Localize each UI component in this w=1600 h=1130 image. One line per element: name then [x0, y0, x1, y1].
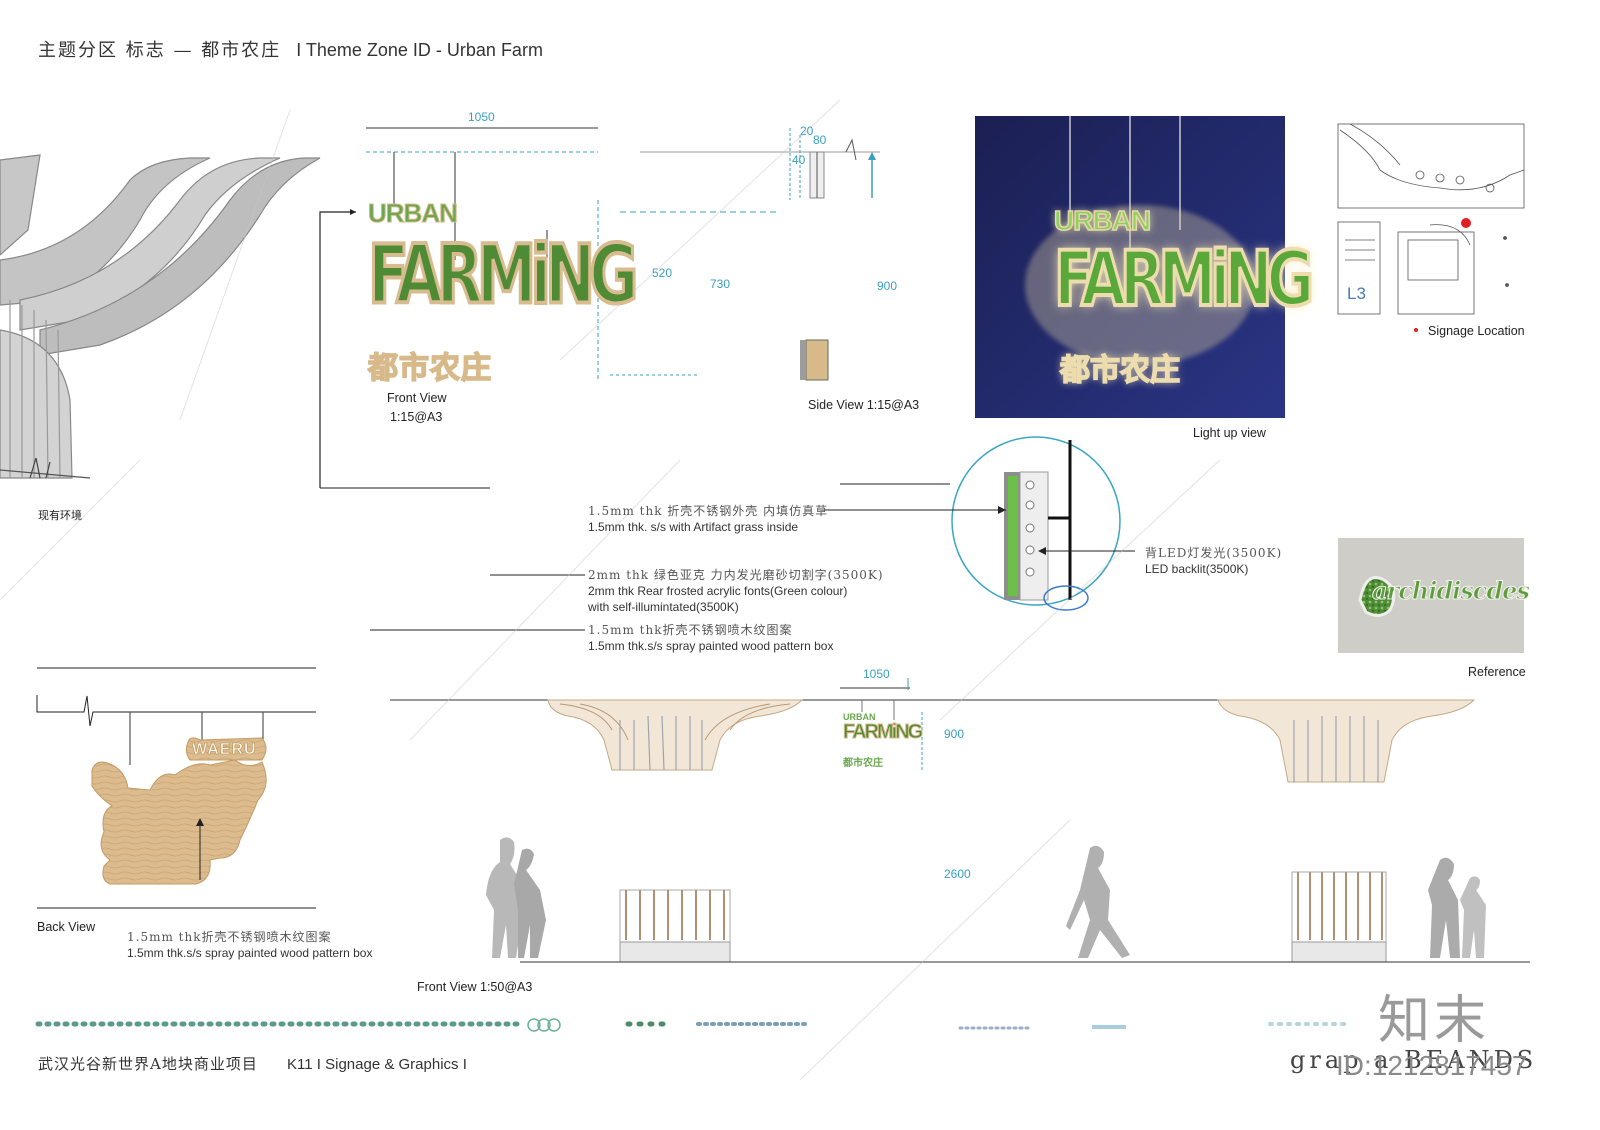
reference-word: archidiscdes: [1372, 576, 1531, 606]
footer-project-cn: 武汉光谷新世界A地块商业项目: [38, 1055, 258, 1073]
note-grass: 1.5mm thk 折壳不锈钢外壳 内填仿真草 1.5mm thk. s/s w…: [588, 503, 828, 535]
front-elevation: [390, 678, 1530, 963]
reference-label: Reference: [1468, 665, 1526, 679]
dim-side-c: 40: [792, 153, 806, 167]
location-legend-dot: [1414, 328, 1418, 332]
reference-photo: [1338, 538, 1524, 653]
front-view-scale: 1:15@A3: [390, 410, 443, 424]
sign-farming-text: FARMiNG: [1052, 233, 1315, 325]
watermark-overlay: [0, 99, 1221, 1081]
detail-callout-circle: [840, 436, 1121, 611]
dim-elev-height: 900: [944, 727, 965, 741]
signage-location-map: [1337, 123, 1525, 315]
watermark-id: ID:1212817457: [1336, 1050, 1528, 1081]
back-view-label: Back View: [37, 920, 96, 934]
watermark-logo: 知末: [1378, 991, 1491, 1051]
sign-farming-text: FARMiNG: [366, 226, 640, 325]
callout-leader: [319, 211, 356, 488]
dim-side-a: 20: [800, 124, 814, 138]
front-view-sign: URBAN FARMiNG 都市农庄: [366, 198, 640, 388]
location-marker: [1461, 218, 1471, 228]
sign-urban-text: URBAN: [843, 712, 876, 722]
front-view-50-label: Front View 1:50@A3: [417, 980, 533, 994]
note-acrylic-cn: 2mm thk 绿色亚克 力内发光磨砂切割字(3500K): [588, 568, 884, 582]
title-cn: 主题分区 标志 — 都市农庄: [38, 40, 282, 61]
dim-elev-width: 1050: [863, 667, 890, 681]
note-acrylic-en2: with self-illumintated(3500K): [588, 600, 739, 614]
note-wood-en: 1.5mm thk.s/s spray painted wood pattern…: [588, 639, 834, 653]
note-back-en: 1.5mm thk.s/s spray painted wood pattern…: [127, 946, 373, 960]
front-view-label: Front View: [387, 391, 447, 405]
title-en: I Theme Zone ID - Urban Farm: [296, 40, 543, 60]
floor-label: L3: [1347, 284, 1366, 303]
back-view-drawing: [36, 667, 316, 909]
sign-chinese-text: 都市农庄: [843, 758, 883, 769]
arrow-head: [998, 506, 1006, 514]
sign-urban-text: URBAN: [368, 198, 459, 229]
dim-side-b: 80: [813, 133, 827, 147]
sign-farming-text: FARMiNG: [842, 721, 923, 744]
side-view-drawing: [789, 128, 857, 381]
arrow-head: [350, 209, 356, 215]
dim-span: 2600: [944, 867, 971, 881]
note-acrylic: 2mm thk 绿色亚克 力内发光磨砂切割字(3500K) 2mm thk Re…: [588, 567, 884, 615]
sign-chinese-text: 都市农庄: [1059, 352, 1181, 389]
footer-dot-band: [35, 1018, 1348, 1032]
glow-halo: [1025, 205, 1255, 365]
note-led-en: LED backlit(3500K): [1145, 562, 1249, 576]
signage-location-label: Signage Location: [1428, 324, 1525, 338]
note-back-cn: 1.5mm thk折壳不锈钢喷木纹图案: [127, 930, 332, 944]
note-wood-cn: 1.5mm thk折壳不锈钢喷木纹图案: [588, 623, 793, 637]
note-grass-en: 1.5mm thk. s/s with Artifact grass insid…: [588, 520, 799, 534]
front-view-dimensions: [366, 127, 880, 380]
note-led: 背LED灯发光(3500K) LED backlit(3500K): [1145, 545, 1282, 577]
sign-chinese-text: 都市农庄: [367, 350, 492, 387]
page-title: 主题分区 标志 — 都市农庄 I Theme Zone ID - Urban F…: [38, 36, 543, 62]
note-led-cn: 背LED灯发光(3500K): [1145, 546, 1283, 560]
existing-env-label: 现有环境: [38, 510, 82, 522]
existing-environment-sketch: [0, 154, 321, 479]
arrow-head: [1038, 547, 1046, 555]
light-up-label: Light up view: [1193, 426, 1266, 440]
footer-brand: grap a BEANDS: [1290, 1046, 1538, 1074]
note-wood: 1.5mm thk折壳不锈钢喷木纹图案 1.5mm thk.s/s spray …: [588, 622, 833, 654]
light-up-sign: URBAN FARMiNG 都市农庄: [1040, 204, 1315, 395]
back-view-text: WAERU: [192, 741, 257, 759]
dim-height-730: 730: [710, 277, 731, 291]
footer-project-en: K11 I Signage & Graphics I: [287, 1056, 467, 1073]
side-view-label: Side View 1:15@A3: [808, 398, 920, 412]
dim-front-width: 1050: [468, 110, 495, 124]
note-acrylic-en: 2mm thk Rear frosted acrylic fonts(Green…: [588, 584, 848, 598]
footer-project: 武汉光谷新世界A地块商业项目 K11 I Signage & Graphics …: [38, 1053, 467, 1074]
elevation-sign: URBAN FARMiNG 都市农庄: [842, 712, 923, 772]
dim-height-520: 520: [652, 266, 673, 280]
dim-height-900: 900: [877, 279, 898, 293]
note-grass-cn: 1.5mm thk 折壳不锈钢外壳 内填仿真草: [588, 504, 829, 518]
note-back: 1.5mm thk折壳不锈钢喷木纹图案 1.5mm thk.s/s spray …: [127, 929, 372, 961]
sign-urban-text: URBAN: [1053, 204, 1152, 237]
